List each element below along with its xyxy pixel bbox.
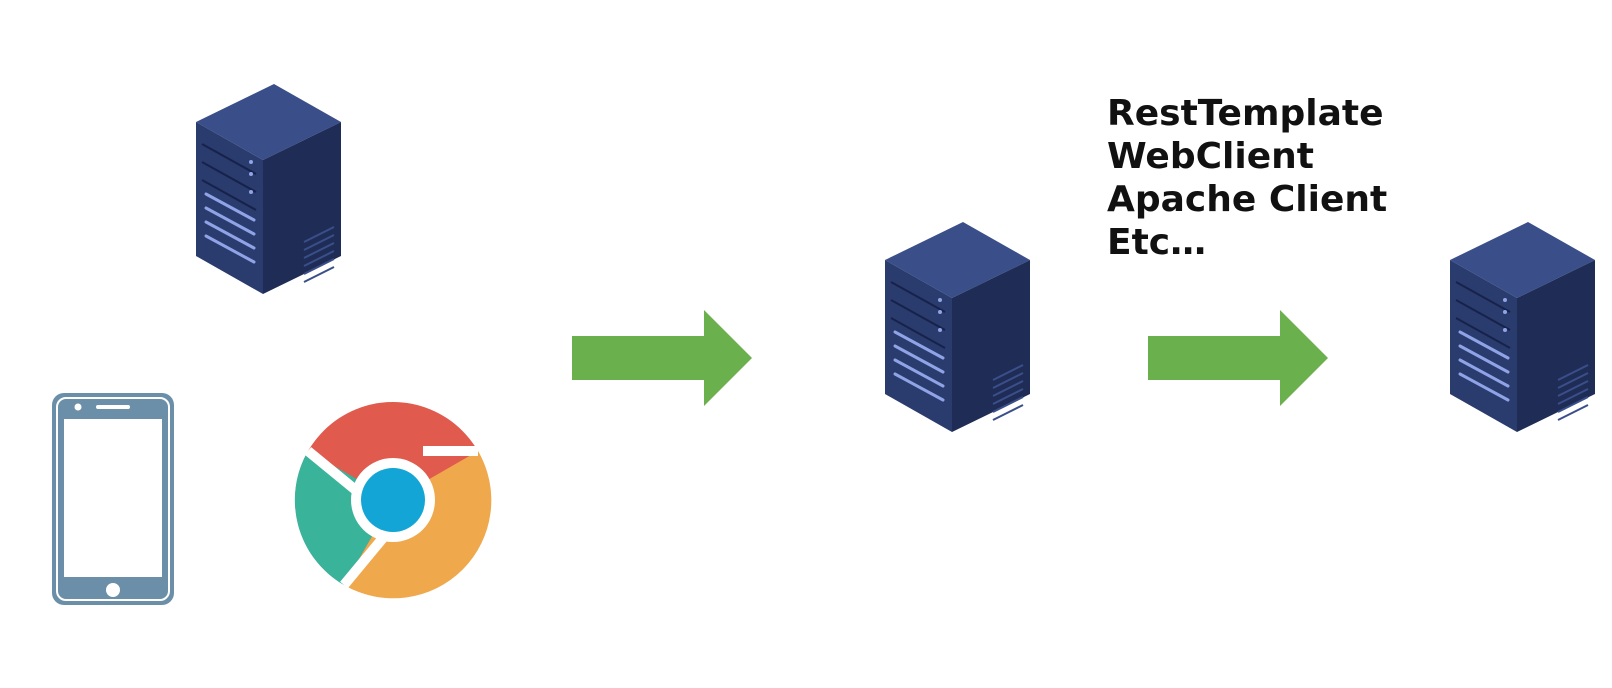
- smartphone-icon: [52, 393, 174, 605]
- right-arrow-icon: [1148, 310, 1328, 406]
- http-client-label: RestTemplate: [1107, 93, 1384, 134]
- right-arrow-icon: [572, 310, 752, 406]
- middle-server-icon: [883, 220, 1032, 434]
- right-server-icon: [1448, 220, 1597, 434]
- left-server-icon: [194, 82, 343, 296]
- chrome-browser-icon: [294, 402, 492, 599]
- http-client-list: RestTemplate WebClient Apache Client Etc…: [1107, 92, 1387, 264]
- http-client-label: WebClient: [1107, 136, 1314, 177]
- http-client-label: Apache Client: [1107, 179, 1388, 220]
- http-client-label: Etc…: [1107, 222, 1207, 263]
